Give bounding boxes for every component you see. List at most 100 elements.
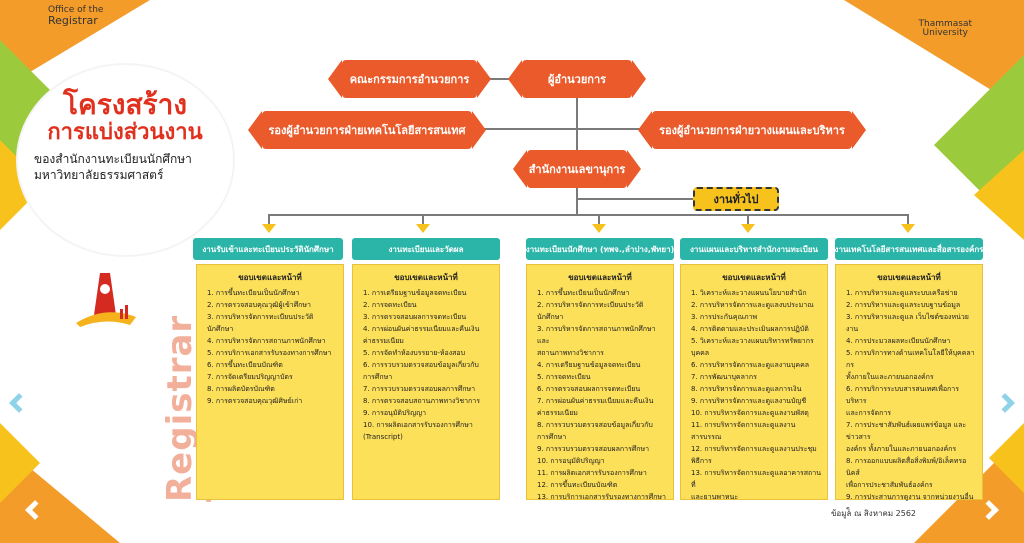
secretary-label: สำนักงานเลขานุการ [528, 163, 626, 176]
committee-label: คณะกรรมการอำนวยการ [349, 73, 470, 86]
duty-card: ขอบเขตและหน้าที่ 1. การเตรียมฐานข้อมูลจด… [352, 264, 500, 500]
column-head-label: งานรับเข้าและทะเบียนประวัตินักศึกษา [202, 244, 334, 254]
subtitle-line1: ของสำนักงานทะเบียนนักศึกษา [34, 151, 192, 166]
tu-logo-icon [70, 265, 140, 335]
duty-card: ขอบเขตและหน้าที่ 1. วิเคราะห์และวางแผนนโ… [680, 264, 828, 503]
connector [268, 214, 908, 216]
list-item: 6. การรวบรวมตรวจสอบข้อมูลเกี่ยวกับ การศึ… [363, 361, 479, 381]
connector [907, 214, 909, 224]
list-item: 4. การประมวลผลทะเบียนนักศึกษา [846, 337, 951, 345]
duty-list: 1. การขึ้นทะเบียนเป็นนักศึกษา 2. การตรวจ… [203, 287, 337, 407]
column-head: งานรับเข้าและทะเบียนประวัตินักศึกษา [193, 238, 343, 260]
watermark: Registrar TU [160, 314, 240, 502]
list-item: 4. การผ่อนผันค่าธรรมเนียมและคืนเงิน ค่าธ… [363, 325, 480, 345]
column-head-label: งานเทคโนโลยีสารสนเทศและสื่อสารองค์กร [835, 244, 983, 254]
list-item: 1. วิเคราะห์และวางแผนนโยบายสำนัก [691, 289, 807, 297]
page-title: โครงสร้าง [62, 88, 187, 121]
office-brand: Office of the Registrar [48, 5, 104, 28]
list-item: 1. การเตรียมฐานข้อมูลจดทะเบียน [363, 289, 467, 297]
university-brand: Thammasat University [918, 19, 973, 39]
connector [747, 214, 749, 224]
office-brand-line1: Office of the [48, 5, 104, 15]
list-item: 1. การบริหารและดูแลระบบเครือข่าย [846, 289, 958, 297]
list-item: 6. การตรวจสอบผลการจดทะเบียน [537, 385, 641, 393]
connector [470, 128, 640, 130]
decor-top-right [814, 0, 1024, 240]
list-item: 12. การขึ้นทะเบียนบัณฑิต [537, 481, 618, 489]
duty-card: ขอบเขตและหน้าที่ 1. การขึ้นทะเบียนเป็นนั… [526, 264, 674, 503]
list-item: 8. การออกแบบผลิตสื่อสิ่งพิมพ์/อิเล็คทรอน… [846, 457, 967, 489]
list-item: 11. การผลิตเอกสารรับรองการศึกษา [537, 469, 647, 477]
list-item: 5. การบริการทางด้านเทคโนโลยีให้บุคคลากร … [846, 349, 975, 381]
page-subtitle: ของสำนักงานทะเบียนนักศึกษา มหาวิทยาลัยธร… [30, 151, 220, 183]
list-item: 2. การบริหารและดูแลระบบฐานข้อมูล [846, 301, 961, 309]
list-item: 10. การบริหารจัดการและดูแลงานพัสดุ [691, 409, 809, 417]
deputy-plan-box: รองผู้อำนวยการฝ่ายวางแผนและบริหาร [638, 111, 866, 149]
list-item: 3. การตรวจสอบผลการจดทะเบียน [363, 313, 467, 321]
list-item: 3. การบริหารและดูแล เว็บไซต์ของหน่วยงาน [846, 313, 969, 333]
arrow-down-icon [592, 224, 606, 233]
university-brand-line1: Thammasat [918, 19, 973, 29]
subtitle-line2: มหาวิทยาลัยธรรมศาสตร์ [34, 168, 164, 183]
list-item: 9. การรวบรวมตรวจสอบผลการศึกษา [537, 445, 650, 453]
list-item: 1. การขึ้นทะเบียนเป็นนักศึกษา [207, 289, 300, 297]
list-item: 2. การบริหารจัดการทะเบียนประวัตินักศึกษา [537, 301, 644, 321]
duty-list: 1. การบริหารและดูแลระบบเครือข่าย 2. การบ… [842, 287, 976, 515]
list-item: 11. การบริหารจัดการและดูแลงานสารบรรณ [691, 421, 796, 441]
list-item: 10. การอนุมัติปริญญา [537, 457, 605, 465]
column-head: งานแผนและบริหารสำนักงานทะเบียน [680, 238, 828, 260]
list-item: 5. การจัดทำห้องบรรยาย-ห้องสอบ [363, 349, 466, 357]
card-scope-title: ขอบเขตและหน้าที่ [568, 273, 632, 282]
page-title-line2: การแบ่งส่วนงาน [47, 119, 203, 145]
connector [268, 214, 270, 224]
title-circle [18, 65, 233, 255]
list-item: 13. การบริหารจัดการและดูแลอาคารสถานที่ แ… [691, 469, 822, 501]
director-box: ผู้อำนวยการ [508, 60, 646, 98]
general-affairs-box: งานทั่วไป [693, 187, 779, 211]
list-item: 7. การจัดเตรียมปริญญาบัตร [207, 373, 293, 381]
list-item: 12. การบริหารจัดการและดูแลงานประชุม พิธี… [691, 445, 817, 465]
list-item: 9. การประสานการดูงาน จากหน่วยงานอื่น ๆ [846, 493, 974, 513]
office-brand-line2: Registrar [48, 14, 98, 28]
list-item: 9. การตรวจสอบคุณวุฒิศิษย์เก่า [207, 397, 303, 405]
card-scope-title: ขอบเขตและหน้าที่ [238, 273, 302, 282]
card-scope-title: ขอบเขตและหน้าที่ [394, 273, 458, 282]
list-item: 5. การบริการเอกสารรับรองทางการศึกษา [207, 349, 332, 357]
column-head: งานทะเบียนและวัดผล [352, 238, 500, 260]
connector [422, 214, 424, 224]
title-block: โครงสร้าง การแบ่งส่วนงาน ของสำนักงานทะเบ… [30, 88, 220, 183]
list-item: 8. การผลิตบัตรบัณฑิต [207, 385, 275, 393]
general-affairs-label: งานทั่วไป [713, 193, 759, 206]
duty-card: ขอบเขตและหน้าที่ 1. การบริหารและดูแลระบบ… [835, 264, 983, 513]
list-item: 6. การบริหารจัดการและดูแลงานบุคคล [691, 361, 810, 369]
list-item: 2. การบริหารจัดการและดูแลงบประมาณ [691, 301, 814, 309]
arrow-down-icon [901, 224, 915, 233]
deputy-plan-label: รองผู้อำนวยการฝ่ายวางแผนและบริหาร [659, 124, 845, 137]
list-item: 8. การรวบรวมตรวจสอบข้อมูลเกี่ยวกับ การศึ… [537, 421, 653, 441]
list-item: 7. การรวบรวมตรวจสอบผลการศึกษา [363, 385, 476, 393]
column-head: งานทะเบียนนักศึกษา (ทพจ.,ลำปาง,พัทยา) [526, 238, 674, 260]
duty-list: 1. การขึ้นทะเบียนเป็นนักศึกษา 2. การบริห… [533, 287, 667, 503]
list-item: 13. การบริการเอกสารรับรองทางการศึกษา [537, 493, 666, 501]
university-brand-line2: University [922, 28, 968, 39]
duty-card: ขอบเขตและหน้าที่ 1. การขึ้นทะเบียนเป็นนั… [196, 264, 344, 500]
card-scope-title: ขอบเขตและหน้าที่ [877, 273, 941, 282]
duty-list: 1. การเตรียมฐานข้อมูลจดทะเบียน 2. การจดท… [359, 287, 493, 443]
list-item: 6. การบริการระบบสารสนเทศเพื่อการบริหาร แ… [846, 385, 959, 417]
column-head-label: งานทะเบียนนักศึกษา (ทพจ.,ลำปาง,พัทยา) [526, 244, 674, 254]
list-item: 4. การบริหารจัดการสถานภาพนักศึกษา [207, 337, 326, 345]
duty-list: 1. วิเคราะห์และวางแผนนโยบายสำนัก 2. การบ… [687, 287, 821, 503]
connector [480, 78, 520, 80]
list-item: 7. การผ่อนผันค่าธรรมเนียมและคืนเงิน ค่าธ… [537, 397, 654, 417]
data-date-note: ข้อมูล ณ สิงหาคม 2562 [830, 509, 916, 518]
list-item: 1. การขึ้นทะเบียนเป็นนักศึกษา [537, 289, 630, 297]
list-item: 8. การตรวจสอบสถานภาพทางวิชาการ [363, 397, 480, 405]
connector [578, 198, 693, 200]
list-item: 9. การอนุมัติปริญญา [363, 409, 427, 417]
card-scope-title: ขอบเขตและหน้าที่ [722, 273, 786, 282]
director-label: ผู้อำนวยการ [547, 73, 607, 86]
list-item: 9. การบริหารจัดการและดูแลงานบัญชี [691, 397, 807, 405]
list-item: 5. การจดทะเบียน [537, 373, 591, 381]
list-item: 3. การบริหารจัดการสถานภาพนักศึกษาและ สถา… [537, 325, 656, 357]
list-item: 6. การขึ้นทะเบียนบัณฑิต [207, 361, 283, 369]
